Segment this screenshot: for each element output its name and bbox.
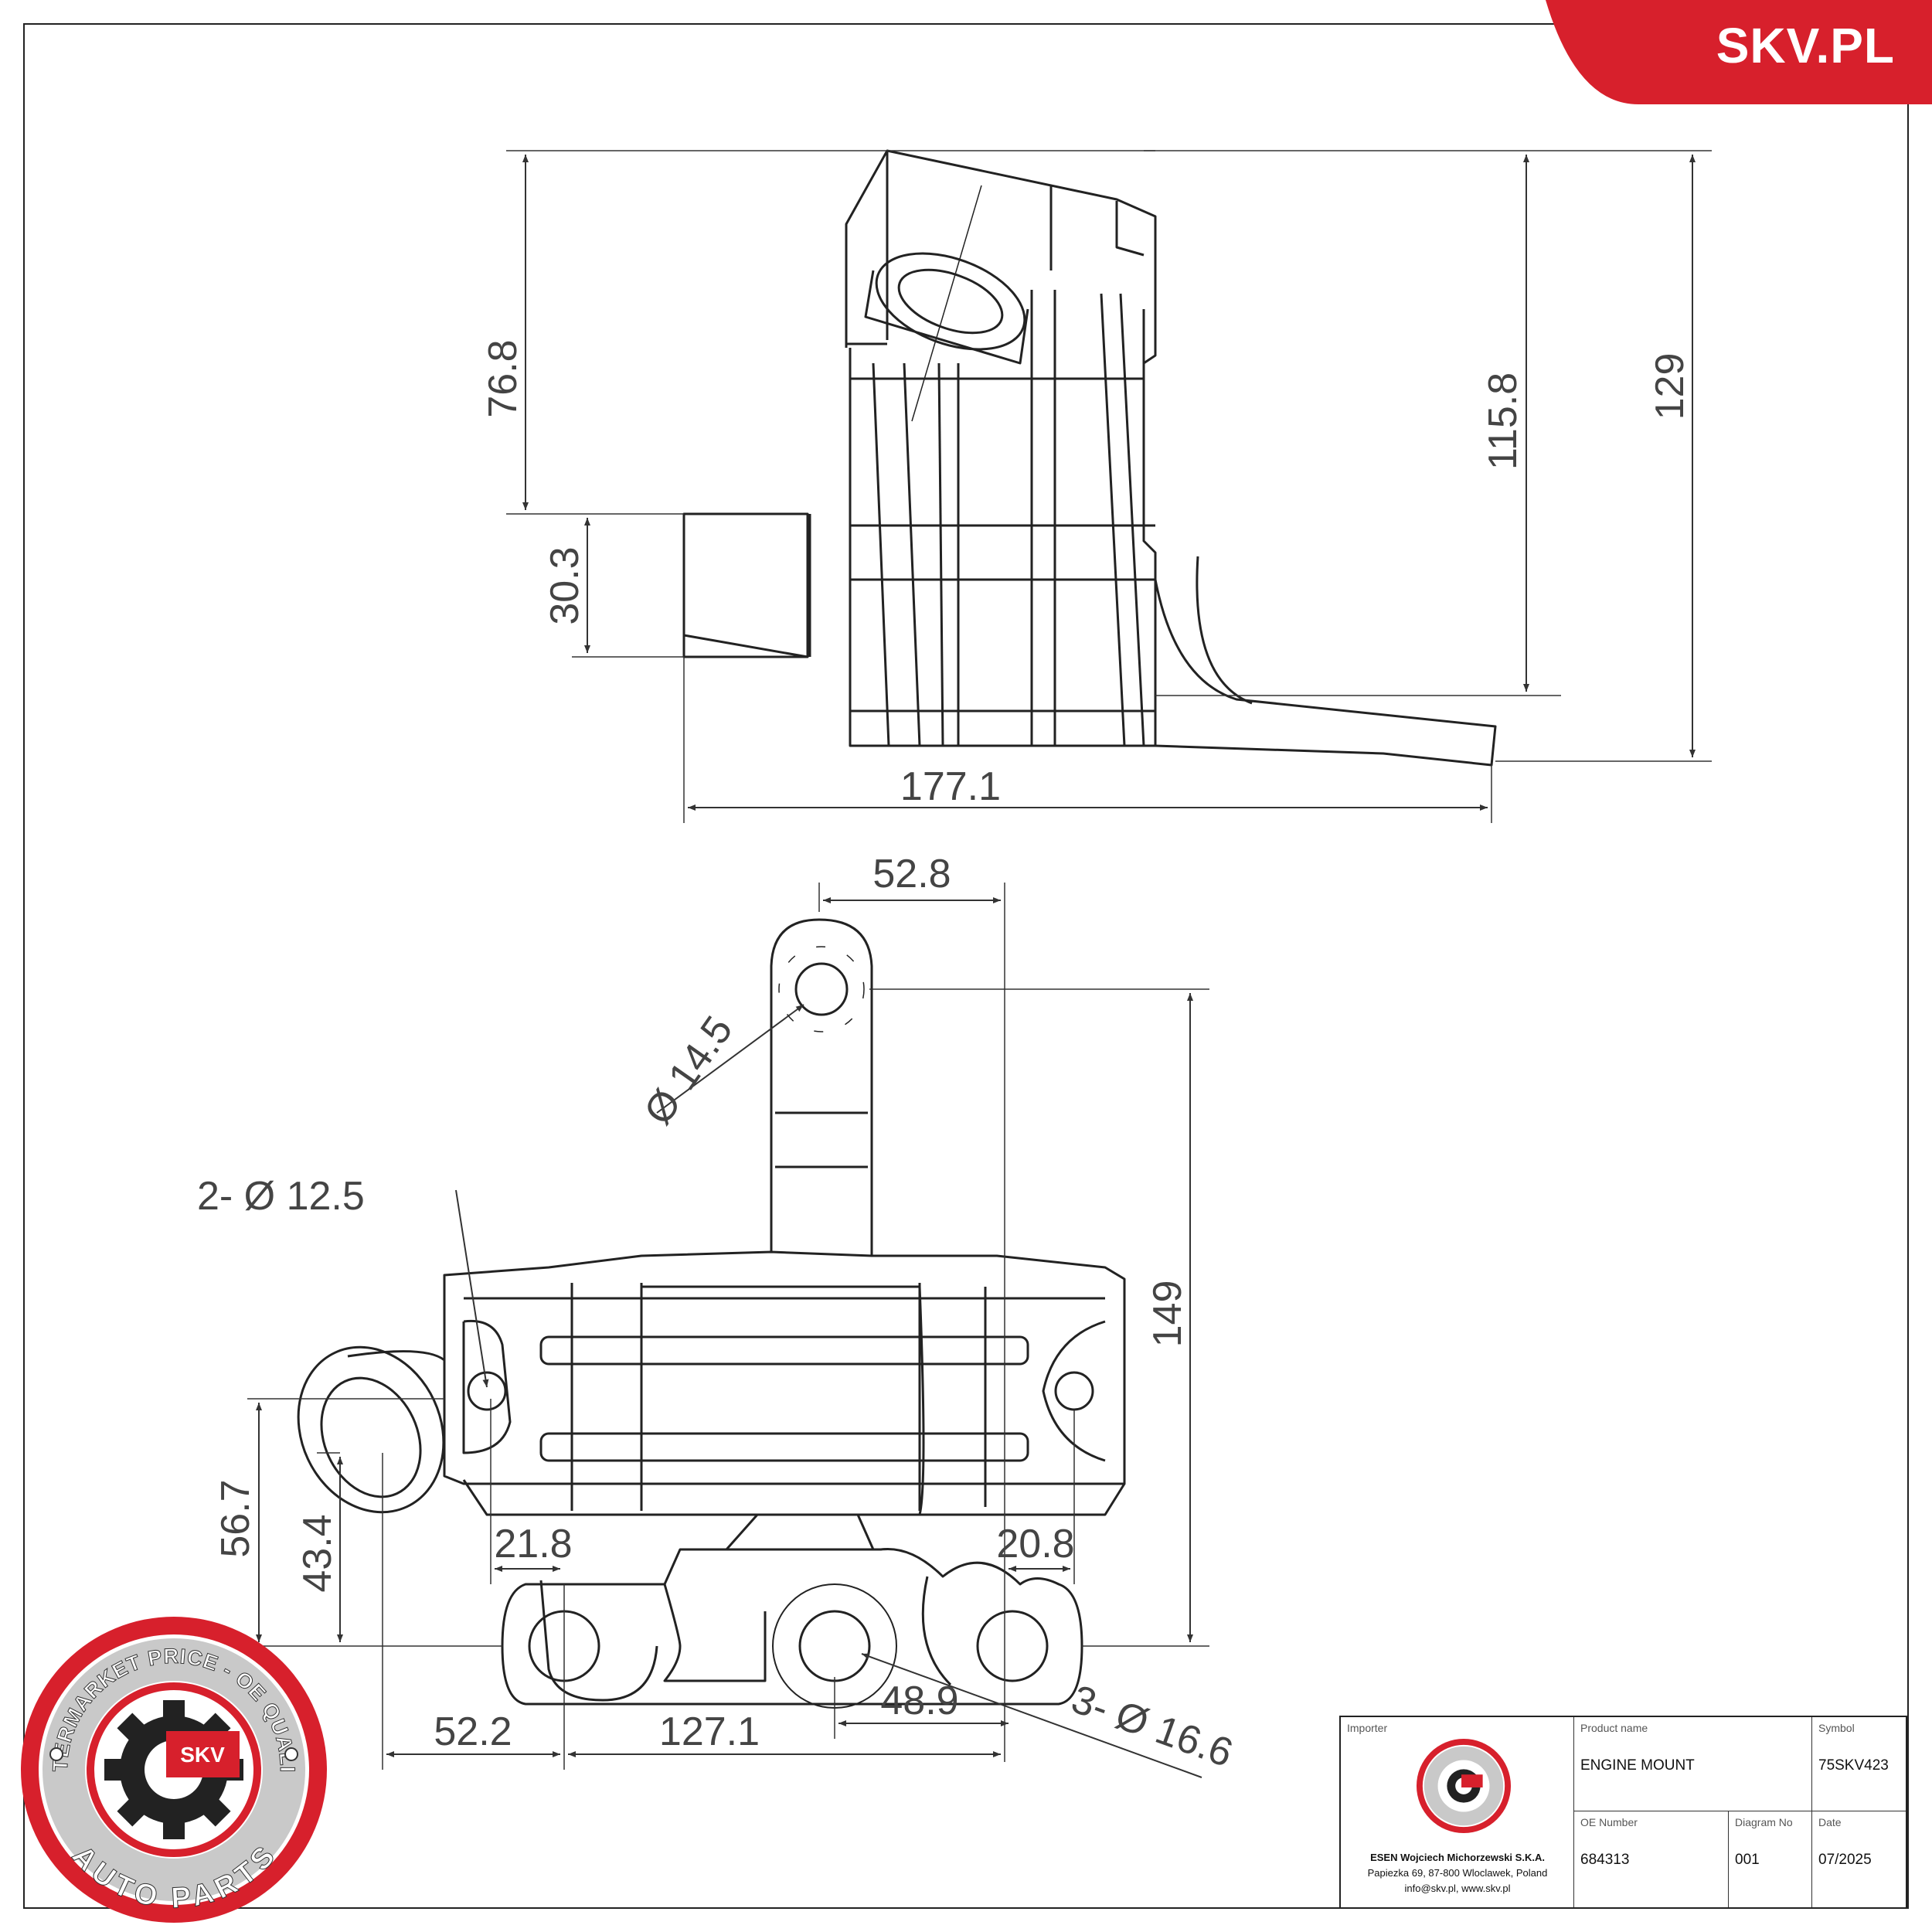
dim-127-1: 127.1 bbox=[659, 1709, 760, 1754]
dim-3x-dia-16-6: 3- Ø 16.6 bbox=[1066, 1677, 1239, 1777]
dim-56-7: 56.7 bbox=[213, 1479, 258, 1557]
front-view-dimensions bbox=[247, 883, 1209, 1778]
symbol-cell: Symbol 75SKV423 bbox=[1812, 1717, 1906, 1811]
side-view-dimension-labels: 76.8 30.3 115.8 129 177.1 bbox=[481, 339, 1692, 809]
importer-contact: info@skv.pl, www.skv.pl bbox=[1404, 1883, 1511, 1894]
diagram-value: 001 bbox=[1735, 1852, 1760, 1868]
dim-149: 149 bbox=[1145, 1281, 1190, 1348]
skv-seal: AFTERMARKET PRICE - OE QUALITY AUTO PART… bbox=[21, 1617, 327, 1923]
title-block: Importer ESEN Wojciech Michorzewski S.K.… bbox=[1339, 1716, 1907, 1909]
dim-76-8: 76.8 bbox=[481, 339, 526, 417]
date-cell: Date 07/2025 bbox=[1812, 1811, 1906, 1907]
diagram-cell: Diagram No 001 bbox=[1729, 1811, 1812, 1907]
side-view-part bbox=[682, 149, 1497, 767]
dim-21-8: 21.8 bbox=[494, 1522, 572, 1566]
dim-129: 129 bbox=[1648, 353, 1692, 420]
product-cell: Product name ENGINE MOUNT bbox=[1574, 1717, 1812, 1811]
date-label: Date bbox=[1818, 1816, 1842, 1828]
seal-center-text: SKV bbox=[180, 1743, 225, 1767]
diagram-label: Diagram No bbox=[1735, 1816, 1793, 1828]
date-value: 07/2025 bbox=[1818, 1852, 1872, 1868]
importer-company: ESEN Wojciech Michorzewski S.K.A. bbox=[1370, 1852, 1545, 1863]
brand-logo-text: SKV.PL bbox=[1716, 18, 1895, 73]
oe-value: 684313 bbox=[1580, 1852, 1630, 1868]
product-value: ENGINE MOUNT bbox=[1580, 1757, 1695, 1774]
symbol-value: 75SKV423 bbox=[1818, 1757, 1889, 1774]
front-view-part bbox=[297, 918, 1126, 1709]
brand-tab bbox=[1546, 0, 1932, 104]
dim-20-8: 20.8 bbox=[996, 1522, 1074, 1566]
dim-30-3: 30.3 bbox=[543, 546, 587, 624]
oe-cell: OE Number 684313 bbox=[1574, 1811, 1729, 1907]
dim-52-2: 52.2 bbox=[434, 1709, 512, 1754]
dim-115-8: 115.8 bbox=[1481, 372, 1526, 470]
drawing-frame bbox=[23, 23, 1909, 1909]
dim-dia-14-5: Ø 14.5 bbox=[636, 1009, 742, 1133]
symbol-label: Symbol bbox=[1818, 1722, 1855, 1734]
dim-48-9: 48.9 bbox=[880, 1679, 958, 1723]
importer-address: Papiezka 69, 87-800 Wloclawek, Poland bbox=[1367, 1867, 1548, 1879]
importer-cell: Importer ESEN Wojciech Michorzewski S.K.… bbox=[1341, 1717, 1574, 1907]
side-view-dimensions bbox=[506, 150, 1712, 823]
importer-seal-logo bbox=[1416, 1738, 1512, 1834]
dim-2x-dia-12-5: 2- Ø 12.5 bbox=[197, 1174, 365, 1219]
dim-43-4: 43.4 bbox=[295, 1514, 340, 1592]
importer-label: Importer bbox=[1347, 1722, 1388, 1734]
oe-label: OE Number bbox=[1580, 1816, 1638, 1828]
dim-177-1: 177.1 bbox=[900, 764, 1001, 809]
dim-52-8: 52.8 bbox=[872, 852, 951, 896]
product-label: Product name bbox=[1580, 1722, 1648, 1734]
